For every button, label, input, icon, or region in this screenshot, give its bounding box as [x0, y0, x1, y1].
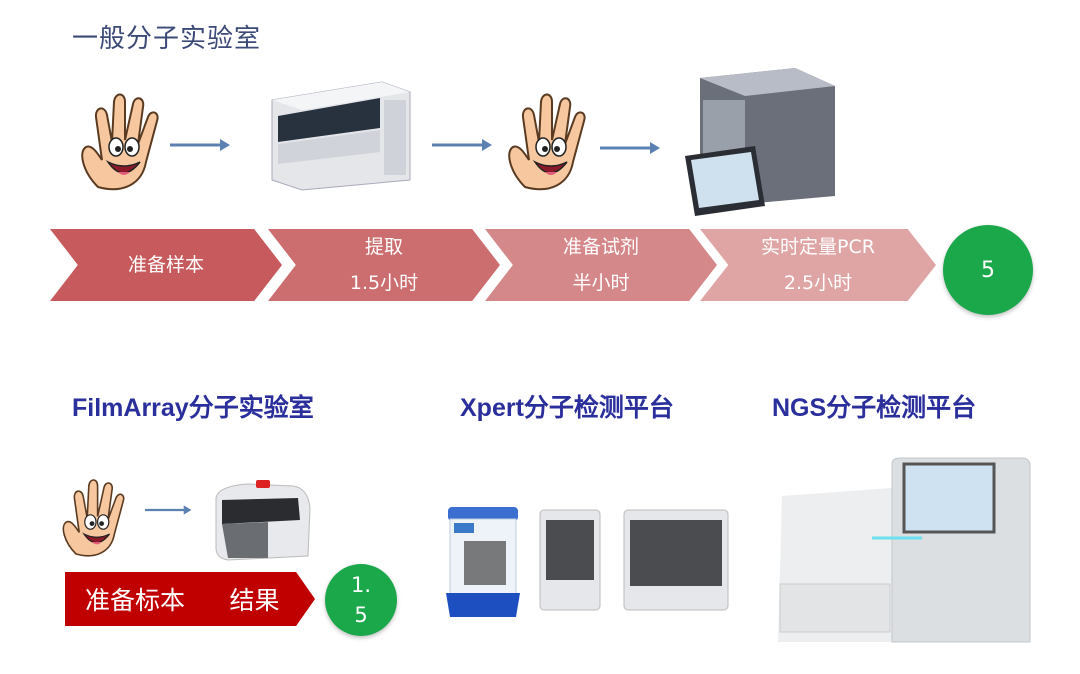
filmarray-instrument-image [215, 480, 311, 561]
arrow-icon [143, 504, 193, 516]
ngs-sequencer-image [778, 457, 1031, 643]
hand-icon [81, 93, 159, 191]
xpert-cartridge-image [446, 507, 520, 617]
step-duration: 半小时 [572, 272, 630, 294]
total-time-value: 5 [981, 257, 995, 283]
step-label: 提取 [364, 236, 403, 258]
filmarray-step-prepare: 准备标本 [65, 572, 205, 626]
step-label: 结果 [229, 586, 280, 615]
pcr-instrument-image [685, 68, 835, 216]
xpert-instrument-large-image [623, 509, 729, 611]
xpert-title: Xpert分子检测平台 [460, 394, 674, 422]
step-chevron-extraction: 提取 1.5小时 [268, 229, 500, 301]
step-label: 准备试剂 [562, 236, 639, 258]
step-chevron-prepare-reagent: 准备试剂 半小时 [485, 229, 717, 301]
total-time-line2: 5 [354, 603, 368, 627]
extraction-instrument-image [271, 81, 411, 191]
hand-icon [62, 479, 125, 557]
filmarray-step-result: 结果 [180, 572, 315, 626]
ngs-title: NGS分子检测平台 [772, 394, 977, 422]
step-chevron-qpcr: 实时定量PCR 2.5小时 [700, 229, 936, 301]
step-duration: 1.5小时 [349, 272, 419, 294]
xpert-instrument-small-image [539, 509, 601, 611]
filmarray-total-badge: 1. 5 [325, 564, 397, 636]
arrow-icon [598, 140, 662, 156]
page-title: 一般分子实验室 [72, 24, 262, 54]
arrow-icon [430, 137, 494, 153]
step-label: 准备标本 [84, 586, 185, 615]
filmarray-title: FilmArray分子实验室 [72, 394, 314, 422]
step-label: 准备样本 [127, 254, 204, 276]
step-duration: 2.5小时 [783, 272, 853, 294]
total-time-line1: 1. [350, 573, 372, 597]
total-time-badge: 5 [943, 225, 1033, 315]
hand-icon [508, 93, 586, 191]
step-label: 实时定量PCR [761, 236, 875, 258]
arrow-icon [168, 137, 232, 153]
step-chevron-prepare-sample: 准备样本 [50, 229, 282, 301]
